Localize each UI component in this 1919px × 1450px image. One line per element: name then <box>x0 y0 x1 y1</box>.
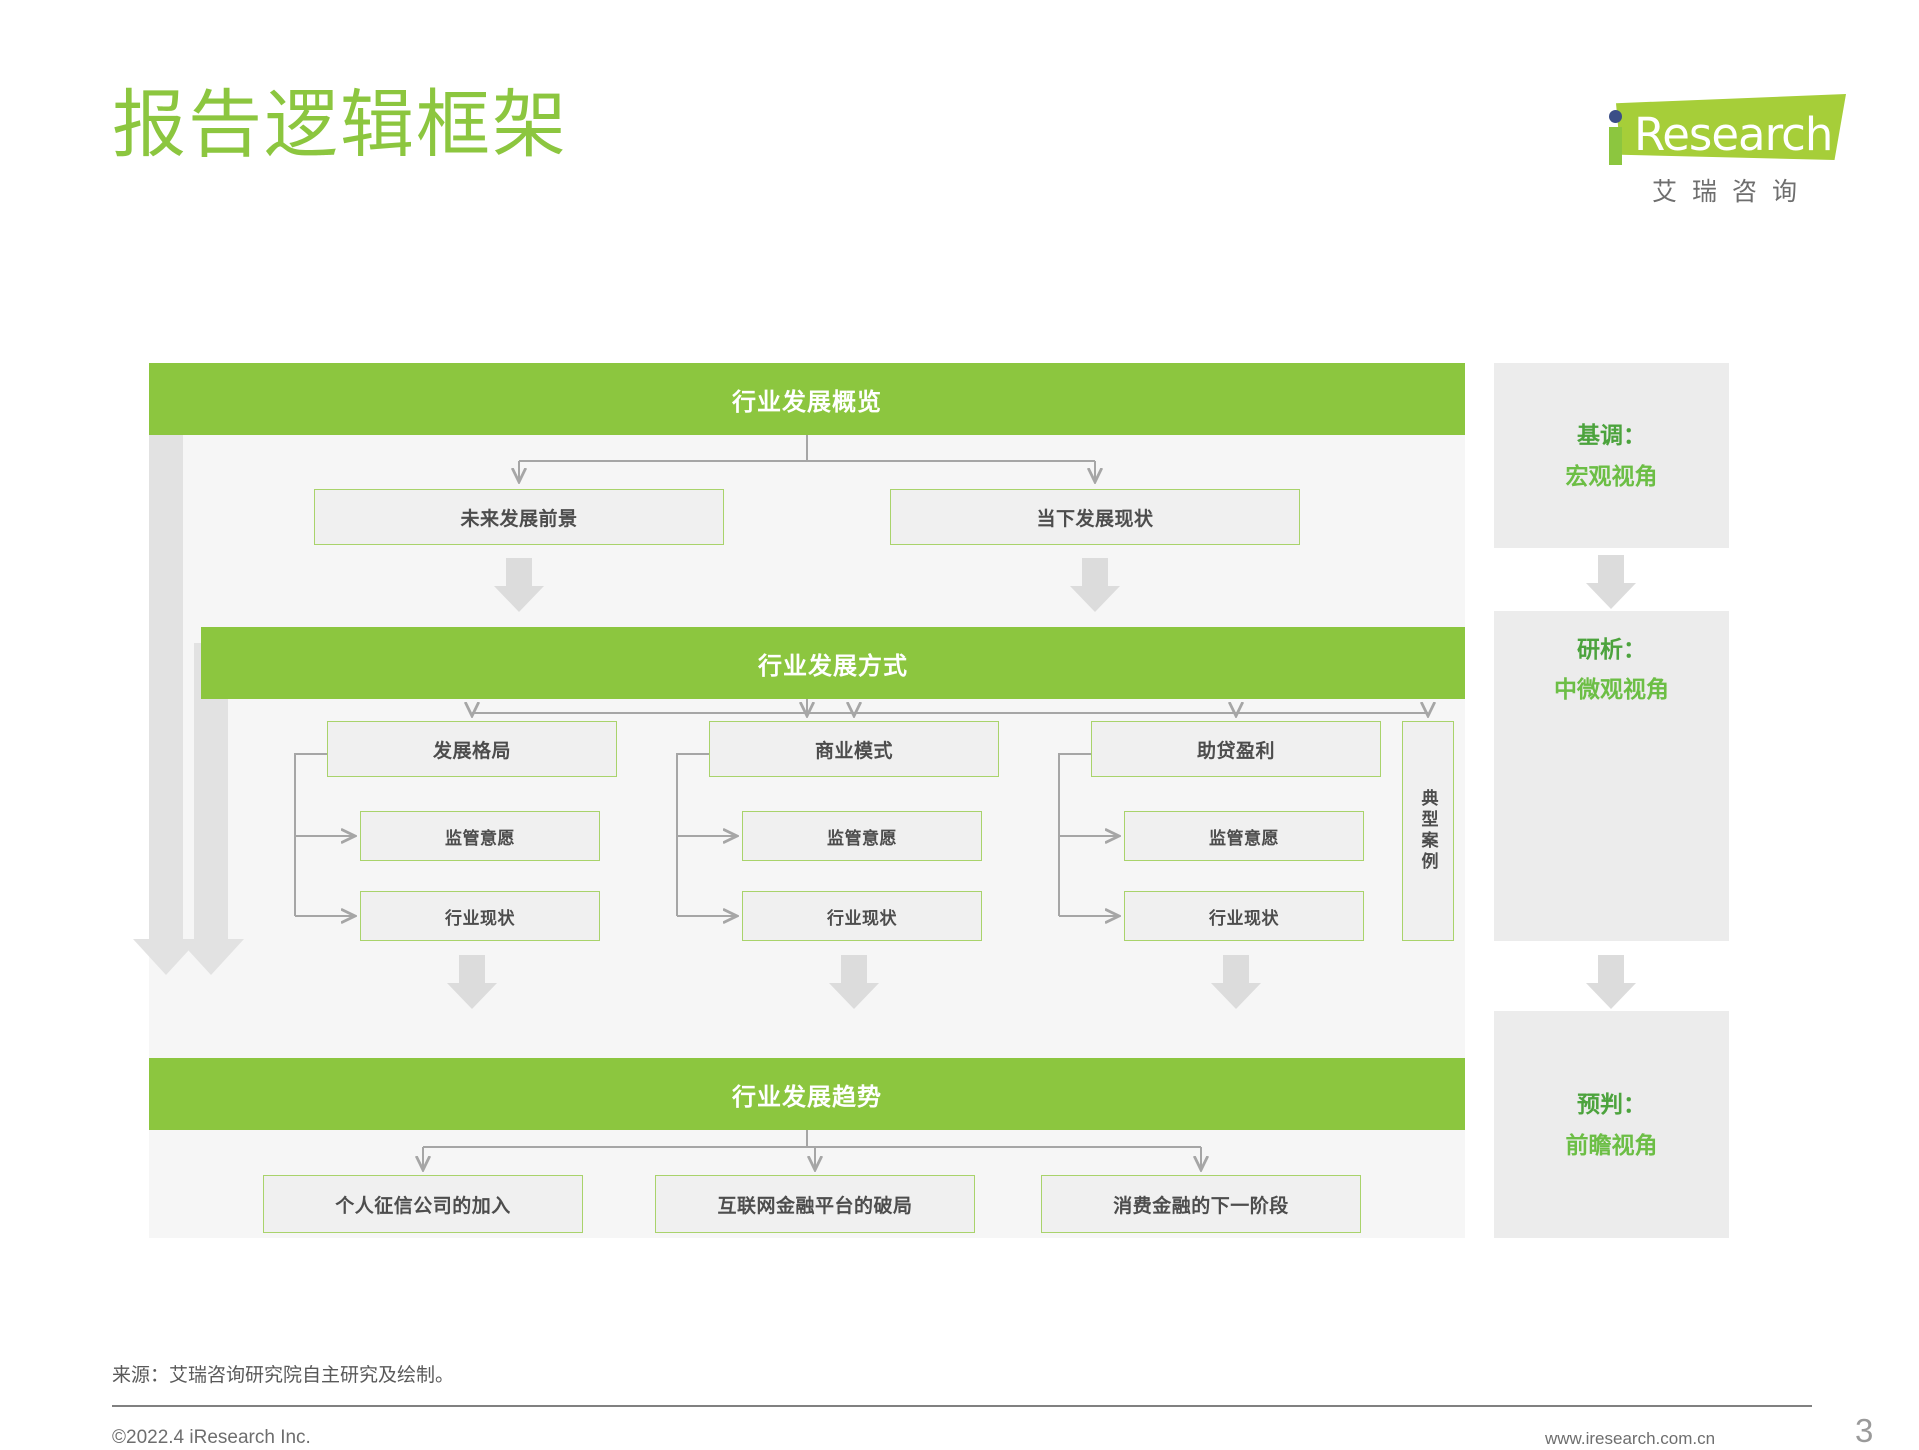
side-panel-meso-line1: 研析： <box>1577 636 1646 662</box>
website-url: www.iresearch.com.cn <box>1545 1429 1716 1448</box>
copyright-text: ©2022.4 iResearch Inc. <box>112 1427 311 1448</box>
box-business-model: 商业模式 <box>709 721 999 777</box>
side-panel-forward-line2: 前瞻视角 <box>1565 1131 1658 1158</box>
side-panel-forward-looking: 预判： 前瞻视角 <box>1494 1011 1729 1238</box>
page-title: 报告逻辑框架 <box>112 83 568 166</box>
box-internet-finance-platform: 互联网金融平台的破局 <box>655 1175 975 1233</box>
diagram-side-column: 基调： 宏观视角 研析： 中微观视角 预判： 前瞻视角 <box>1494 363 1729 1238</box>
side-panel-meso-micro: 研析： 中微观视角 <box>1494 611 1729 941</box>
logo-i-stem-icon <box>1609 127 1622 165</box>
logo-mark: Research <box>1596 88 1846 168</box>
logo-i-dot-icon <box>1609 110 1622 123</box>
side-panel-macro-line2: 宏观视角 <box>1565 462 1658 489</box>
footer-divider <box>112 1405 1812 1407</box>
box-typical-case: 典型案例 <box>1402 721 1454 941</box>
section-bar-overview: 行业发展概览 <box>149 363 1465 435</box>
box-future-prospect: 未来发展前景 <box>314 489 724 545</box>
box-development-pattern: 发展格局 <box>327 721 617 777</box>
logic-framework-diagram: 行业发展概览 行业发展方式 行业发展趋势 未来发展前景 当下发展现状 发展格局 … <box>133 363 1729 1243</box>
box-consumer-finance-next-stage: 消费金融的下一阶段 <box>1041 1175 1361 1233</box>
box-personal-credit-company: 个人征信公司的加入 <box>263 1175 583 1233</box>
section-bar-method: 行业发展方式 <box>201 627 1465 699</box>
box-current-status: 当下发展现状 <box>890 489 1300 545</box>
logo-quadrilateral-shape <box>1616 94 1846 160</box>
section-bar-trend: 行业发展趋势 <box>149 1058 1465 1130</box>
box-industry-status-1: 行业现状 <box>360 891 600 941</box>
box-regulatory-intent-3: 监管意愿 <box>1124 811 1364 861</box>
box-industry-status-2: 行业现状 <box>742 891 982 941</box>
box-industry-status-3: 行业现状 <box>1124 891 1364 941</box>
side-panel-macro-line1: 基调： <box>1577 422 1646 449</box>
iresearch-logo: Research 艾瑞咨询 <box>1596 88 1846 208</box>
box-regulatory-intent-1: 监管意愿 <box>360 811 600 861</box>
side-panel-forward-line1: 预判： <box>1577 1091 1646 1118</box>
logo-wordmark: Research <box>1634 108 1833 161</box>
side-panel-macro: 基调： 宏观视角 <box>1494 363 1729 548</box>
source-note: 来源：艾瑞咨询研究院自主研究及绘制。 <box>112 1365 455 1386</box>
box-loan-facilitation-profit: 助贷盈利 <box>1091 721 1381 777</box>
logo-chinese-name: 艾瑞咨询 <box>1651 178 1812 206</box>
side-panel-meso-line2: 中微观视角 <box>1554 676 1669 703</box>
page-number: 3 <box>1855 1412 1874 1449</box>
box-regulatory-intent-2: 监管意愿 <box>742 811 982 861</box>
